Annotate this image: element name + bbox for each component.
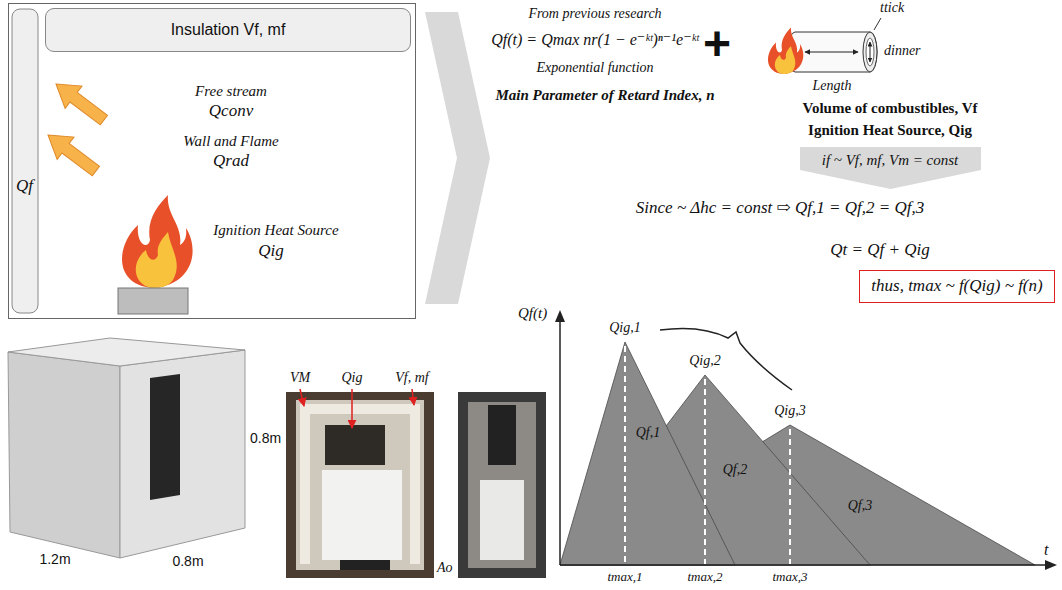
thickness-label: ttick xyxy=(880,0,904,17)
source-label: Ignition Heat Source xyxy=(213,221,338,239)
photo-interior xyxy=(296,400,424,570)
dimension-label: 0.8m xyxy=(172,553,203,570)
time-label: tmax,3 xyxy=(772,569,807,585)
combustible-volume-note: Volume of combustibles, Vf xyxy=(802,99,977,117)
pointer-arrow xyxy=(300,389,304,406)
axis-label: Qf(t) xyxy=(518,304,547,322)
area-label: Qf,2 xyxy=(723,462,748,479)
room-schematic-panel: Insulation Vf, mf Qf Free streamQconvWall … xyxy=(8,3,416,319)
opening-photo xyxy=(340,560,390,570)
axis-arrowhead xyxy=(1045,560,1057,570)
dimension-label: 1.2m xyxy=(39,551,70,568)
compartment-side xyxy=(8,352,120,558)
peak-label: Qig,2 xyxy=(689,353,721,370)
condition-label: if ~ Vf, mf, Vm = const xyxy=(822,151,959,169)
photo-label: Vf, mf xyxy=(395,370,428,387)
floor-board xyxy=(480,480,524,560)
burner-box xyxy=(118,288,188,314)
apparatus-photo xyxy=(286,392,434,578)
photo-label: VM xyxy=(290,370,310,387)
flame-inner xyxy=(136,232,177,288)
cylinder-bore xyxy=(866,38,874,66)
floor-board xyxy=(322,470,402,560)
pointer-arrow xyxy=(412,389,414,405)
peak-time-line xyxy=(704,379,706,564)
diameter-dimension xyxy=(870,42,871,62)
pointer-arrow xyxy=(351,389,353,428)
grouping-brace xyxy=(660,328,792,390)
compartment-top xyxy=(8,338,245,366)
peak-label: Qig,3 xyxy=(774,403,806,420)
total-heat-equation: Qt = Qf + Qig xyxy=(830,240,929,260)
condition-chevron: if ~ Vf, mf, Vm = const xyxy=(800,147,981,189)
area-label: Qf,1 xyxy=(636,425,661,442)
heat-flux-symbol: Qig xyxy=(258,241,284,261)
flame-inner xyxy=(775,46,795,74)
heat-arrow xyxy=(40,124,105,182)
insulation-label: Insulation Vf, mf xyxy=(171,20,286,39)
equality-statement: Since ~ Δhc = const ⇨ Qf,1 = Qf,2 = Qf,3 xyxy=(636,198,924,218)
chevron-shape xyxy=(800,147,981,189)
heat-flux-symbol: Qconv xyxy=(209,101,253,121)
heat-release-formula: Qf(t) = Qmax nr(1 − e⁻ᵏᵗ)ⁿ⁻¹e⁻ᵏᵗ xyxy=(491,30,699,49)
area-label: Qf,3 xyxy=(848,498,873,515)
insulation-bar: Insulation Vf, mf xyxy=(45,8,411,52)
conclusion-box: thus, tmax ~ f(Qig) ~ f(n) xyxy=(859,270,1055,303)
ignition-source-note: Ignition Heat Source, Qig xyxy=(808,121,972,139)
insulation-strip xyxy=(300,404,310,564)
compartment-front xyxy=(120,350,245,558)
conclusion-label: thus, tmax ~ f(Qig) ~ f(n) xyxy=(871,276,1042,296)
photo-interior xyxy=(468,402,536,568)
function-note: Exponential function xyxy=(536,60,653,77)
burner-photo xyxy=(325,425,385,465)
thickness-leader xyxy=(874,18,881,30)
insulation-strip xyxy=(300,404,420,414)
heat-flux-symbol: Qrad xyxy=(213,151,249,171)
axis-label: t xyxy=(1044,540,1048,559)
length-dimension xyxy=(805,51,858,52)
flow-label: Free stream xyxy=(195,82,267,100)
peak-time-line xyxy=(624,346,626,564)
cylinder-end xyxy=(863,32,877,72)
photo-label: Qig xyxy=(342,370,363,387)
heat-arrow xyxy=(48,73,113,131)
source-note: From previous research xyxy=(528,6,661,23)
compartment-door xyxy=(150,374,180,500)
heat-release-triangle xyxy=(560,342,735,565)
burnt-photo xyxy=(458,392,546,578)
peak-time-line xyxy=(789,429,791,564)
soot-area xyxy=(488,405,516,465)
insulation-strip xyxy=(410,404,420,564)
x-axis xyxy=(560,564,1050,566)
y-axis xyxy=(559,316,561,565)
diameter-label: dinner xyxy=(884,43,921,60)
dimension-label: 0.8m xyxy=(250,430,281,447)
flame-symbol xyxy=(768,28,803,75)
axis-arrowhead xyxy=(555,310,565,322)
peak-label: Qig,1 xyxy=(609,320,641,337)
heat-flux-symbol: Qf xyxy=(16,176,33,196)
transition-arrow xyxy=(425,12,490,304)
time-label: tmax,2 xyxy=(687,569,722,585)
flame-symbol xyxy=(122,195,193,288)
plus-sign: + xyxy=(703,20,731,68)
flow-label: Wall and Flame xyxy=(183,132,278,150)
time-label: tmax,1 xyxy=(607,569,642,585)
flame-outer xyxy=(122,195,193,288)
photo-label: Ao xyxy=(437,560,453,577)
parameter-note: Main Parameter of Retard Index, n xyxy=(495,86,714,104)
flame-outer xyxy=(768,28,803,75)
length-label: Length xyxy=(813,78,852,95)
wall-panel xyxy=(12,9,38,313)
